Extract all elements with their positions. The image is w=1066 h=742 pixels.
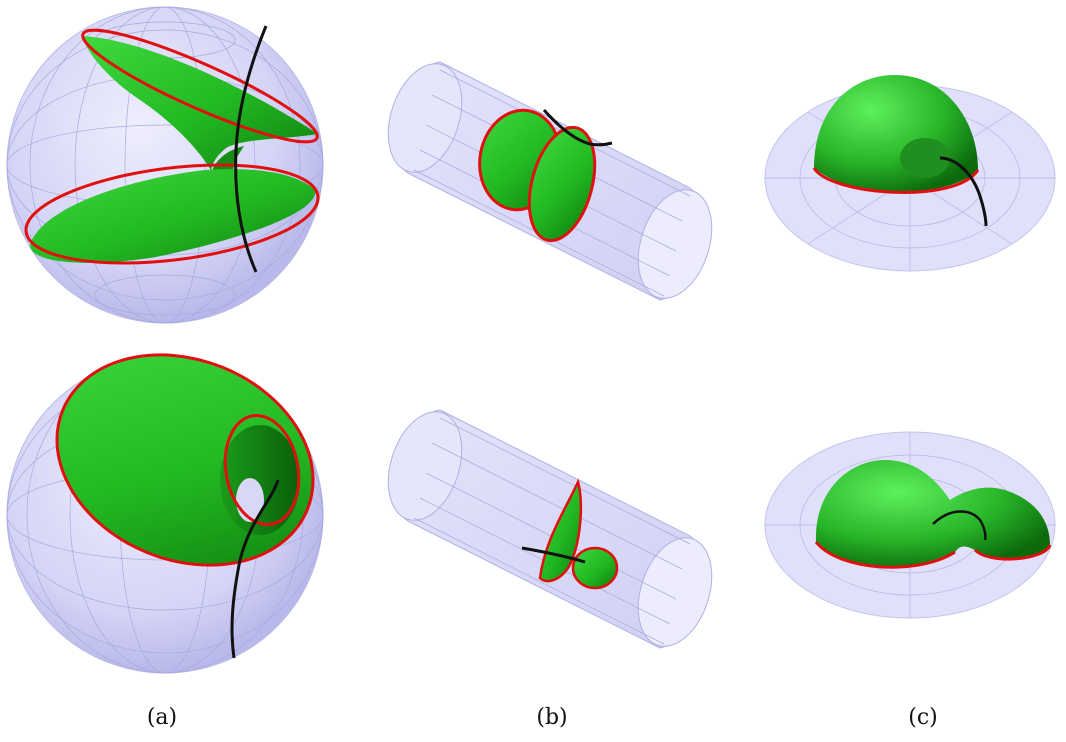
panel-c-top: [764, 75, 1056, 272]
black-curve: [230, 479, 280, 659]
panel-label-c: (c): [908, 705, 938, 730]
panel-a-bottom: [6, 353, 324, 674]
panel-b-bottom: [387, 409, 713, 649]
boundary-ellipse-outer: [55, 353, 315, 567]
boundary-ellipse-lower: [24, 163, 320, 265]
black-curve: [939, 156, 988, 227]
boundary-ellipse-inner: [223, 413, 301, 527]
surface-bulb: [571, 546, 619, 590]
black-curve: [234, 25, 268, 273]
sphere-domain: [6, 6, 324, 324]
black-curve: [932, 510, 987, 541]
panel-a-top: [6, 6, 324, 324]
panel-c-bottom: [764, 431, 1056, 619]
double-dome-boundary: [814, 541, 1052, 569]
double-dome-surface: [815, 460, 1050, 568]
minimal-surface-upper-sheet: [82, 36, 318, 172]
cylinder-end-left: [387, 63, 463, 173]
surface-wing: [538, 478, 583, 583]
cylinder-end-left: [387, 411, 463, 521]
panel-label-b: (b): [536, 705, 568, 730]
cylinder-end-right: [637, 189, 713, 299]
panel-b-top: [387, 61, 713, 301]
surface-inner-shadow: [220, 425, 300, 535]
surface-disk-right: [527, 125, 597, 243]
black-curve: [542, 109, 613, 147]
panel-label-a: (a): [146, 705, 178, 730]
dome-inner-spiral: [900, 138, 950, 178]
boundary-ellipse-upper: [81, 28, 319, 144]
cylinder-end-right: [637, 537, 713, 647]
black-curve: [521, 546, 586, 564]
dome-boundary: [812, 167, 980, 194]
minimal-surface-lower-sheet: [30, 169, 316, 263]
